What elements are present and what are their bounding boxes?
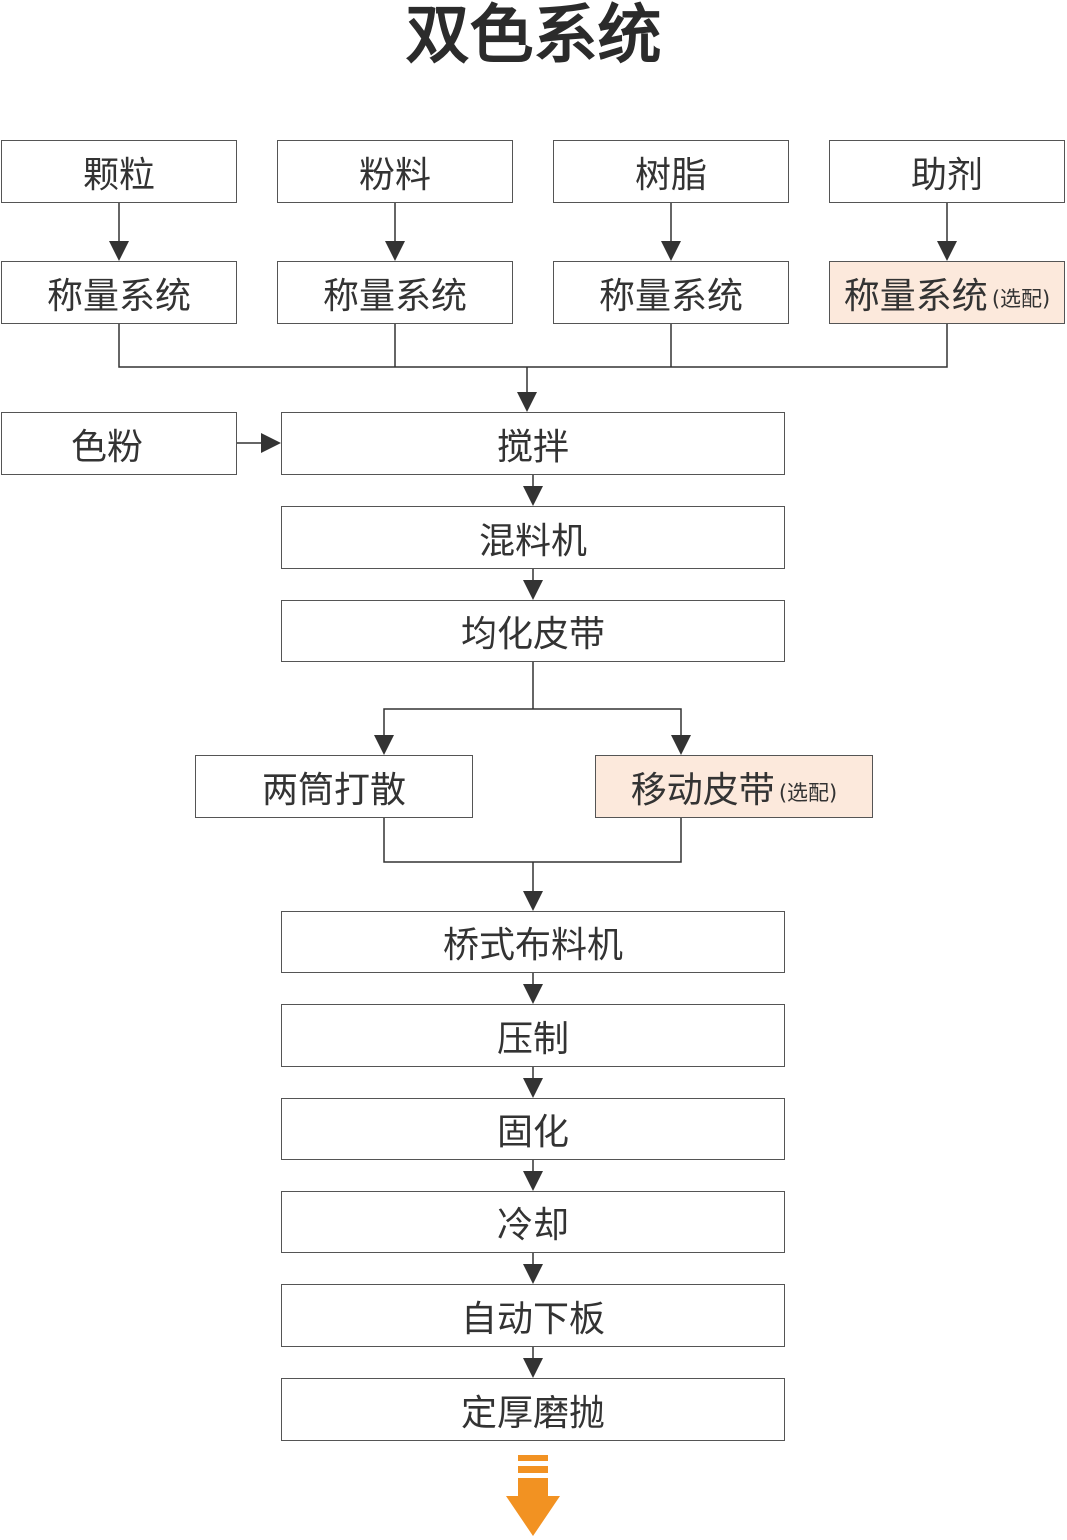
arrowhead-hunliao	[523, 486, 543, 506]
arrowhead-yidong	[671, 735, 691, 755]
arrowhead-2	[385, 241, 405, 261]
node-weigh-2-label: 称量系统	[322, 275, 467, 317]
arrowhead-mopao	[523, 1358, 543, 1378]
node-yidong-note: (选配)	[778, 780, 838, 805]
diagram-title: 双色系统	[405, 0, 662, 73]
node-weigh-4-note: (选配)	[991, 286, 1051, 311]
node-sefen: 色粉	[1, 412, 237, 475]
node-yazhi-label: 压制	[496, 1018, 569, 1060]
node-junhua-label: 均化皮带	[460, 614, 605, 655]
node-sefen-label: 色粉	[70, 426, 143, 468]
node-weigh-1: 称量系统	[1, 261, 237, 324]
arrowhead-merge	[517, 392, 537, 412]
end-arrow-icon	[506, 1455, 560, 1536]
node-zhuji: 助剂	[829, 140, 1065, 203]
node-weigh-3-label: 称量系统	[598, 275, 743, 317]
node-fenliao: 粉料	[277, 140, 513, 203]
node-liangtong: 两筒打散	[195, 755, 473, 818]
merge-split-line	[383, 818, 682, 863]
node-yidong-label: 移动皮带	[630, 769, 775, 811]
node-yazhi: 压制	[281, 1004, 785, 1067]
node-shuzhi: 树脂	[553, 140, 789, 203]
node-junhua: 均化皮带	[281, 600, 785, 662]
split-bar	[383, 708, 682, 752]
node-hunliaoji-label: 混料机	[478, 520, 587, 562]
node-qiaoshi: 桥式布料机	[281, 911, 785, 973]
node-xiaban-label: 自动下板	[460, 1298, 605, 1340]
node-jiaoban: 搅拌	[281, 412, 785, 475]
node-keli: 颗粒	[1, 140, 237, 203]
node-zhuji-label: 助剂	[910, 154, 983, 196]
node-weigh-4: 称量系统(选配)	[829, 261, 1065, 324]
arrowhead-4	[937, 241, 957, 261]
node-fenliao-label: 粉料	[358, 154, 431, 196]
arrowhead-yazhi	[523, 984, 543, 1004]
node-jiaoban-label: 搅拌	[496, 426, 569, 468]
arrowhead-junhua	[523, 580, 543, 600]
node-keli-label: 颗粒	[82, 154, 155, 196]
node-yidong: 移动皮带(选配)	[595, 755, 873, 818]
arrowhead-1	[109, 241, 129, 261]
arrowhead-xiaban	[523, 1264, 543, 1284]
arrowhead-liangtong	[374, 735, 394, 755]
node-guhua-label: 固化	[496, 1112, 569, 1153]
node-shuzhi-label: 树脂	[634, 154, 707, 196]
arrowhead-qiaoshi	[523, 891, 543, 911]
arrowhead-guhua	[523, 1078, 543, 1098]
node-guhua: 固化	[281, 1098, 785, 1160]
node-weigh-3: 称量系统	[553, 261, 789, 324]
node-qiaoshi-label: 桥式布料机	[442, 925, 623, 966]
arrowhead-lengque	[523, 1171, 543, 1191]
node-lengque-label: 冷却	[496, 1205, 569, 1246]
arrowhead-sefen	[261, 433, 281, 453]
arrowhead-3	[661, 241, 681, 261]
node-mopao-label: 定厚磨抛	[460, 1392, 605, 1434]
node-lengque: 冷却	[281, 1191, 785, 1253]
node-liangtong-label: 两筒打散	[261, 769, 406, 811]
node-xiaban: 自动下板	[281, 1284, 785, 1347]
node-weigh-2: 称量系统	[277, 261, 513, 324]
node-weigh-1-label: 称量系统	[46, 275, 191, 317]
node-hunliaoji: 混料机	[281, 506, 785, 569]
merge-weigh-line	[118, 324, 948, 368]
node-weigh-4-label: 称量系统	[843, 275, 988, 317]
node-mopao: 定厚磨抛	[281, 1378, 785, 1441]
